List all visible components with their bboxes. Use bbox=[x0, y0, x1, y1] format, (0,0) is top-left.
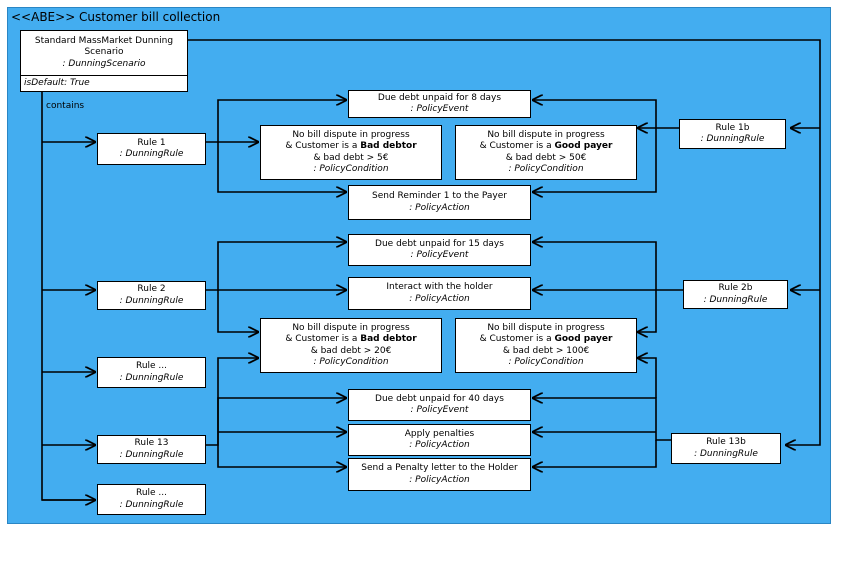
scenario-type: : DunningScenario bbox=[62, 58, 146, 69]
condition-line1: No bill dispute in progress bbox=[487, 129, 605, 140]
dunning-scenario-box[interactable]: Standard MassMarket Dunning Scenario : D… bbox=[20, 30, 188, 92]
rule-b-box[interactable]: Rule 1b : DunningRule bbox=[679, 119, 786, 149]
condition-line3: & bad debt > 20€ bbox=[310, 345, 392, 356]
policy-condition-box[interactable]: No bill dispute in progress & Customer i… bbox=[455, 125, 637, 180]
policy-action-box[interactable]: Send a Penalty letter to the Holder : Po… bbox=[348, 458, 531, 491]
condition-line1: No bill dispute in progress bbox=[292, 322, 410, 333]
rule-name: Rule ... bbox=[135, 361, 168, 371]
rule-box[interactable]: Rule ... : DunningRule bbox=[97, 357, 206, 388]
rule-name: Rule 1b bbox=[715, 122, 750, 133]
event-type: : PolicyEvent bbox=[410, 104, 469, 114]
action-text: Apply penalties bbox=[404, 428, 475, 439]
policy-condition-box[interactable]: No bill dispute in progress & Customer i… bbox=[455, 318, 637, 373]
event-text: Due debt unpaid for 40 days bbox=[375, 393, 504, 404]
condition-type: : PolicyCondition bbox=[313, 357, 389, 367]
condition-line2-emphasis: Good payer bbox=[554, 141, 613, 151]
policy-action-box[interactable]: Interact with the holder : PolicyAction bbox=[348, 277, 531, 310]
event-type: : PolicyEvent bbox=[410, 405, 469, 415]
scenario-attribute: isDefault: True bbox=[21, 75, 187, 90]
rule-name: Rule 2b bbox=[718, 283, 753, 293]
condition-line1: No bill dispute in progress bbox=[292, 129, 410, 140]
condition-line2-emphasis: Bad debtor bbox=[360, 141, 417, 151]
condition-line2-emphasis: Good payer bbox=[554, 334, 613, 344]
action-type: : PolicyAction bbox=[409, 440, 470, 450]
rule-type: : DunningRule bbox=[119, 372, 184, 383]
policy-event-box[interactable]: Due debt unpaid for 15 days : PolicyEven… bbox=[348, 234, 531, 266]
policy-condition-box[interactable]: No bill dispute in progress & Customer i… bbox=[260, 318, 442, 373]
condition-line2-prefix: & Customer is a bbox=[479, 334, 555, 344]
policy-condition-box[interactable]: No bill dispute in progress & Customer i… bbox=[260, 125, 442, 180]
rule-type: : DunningRule bbox=[703, 294, 768, 305]
action-type: : PolicyAction bbox=[409, 293, 470, 304]
action-text: Interact with the holder bbox=[386, 282, 493, 292]
contains-bus bbox=[41, 92, 96, 501]
rule-type: : DunningRule bbox=[119, 499, 184, 510]
rule-box[interactable]: Rule 2 : DunningRule bbox=[97, 281, 206, 310]
condition-line2-prefix: & Customer is a bbox=[285, 334, 361, 344]
rule-box[interactable]: Rule 13 : DunningRule bbox=[97, 435, 206, 464]
condition-type: : PolicyCondition bbox=[508, 357, 584, 367]
condition-line3: & bad debt > 100€ bbox=[502, 345, 590, 356]
condition-type: : PolicyCondition bbox=[313, 164, 389, 174]
rule-type: : DunningRule bbox=[700, 134, 765, 144]
action-text: Send Reminder 1 to the Payer bbox=[372, 191, 507, 201]
rule-name: Rule ... bbox=[135, 488, 168, 498]
condition-line1: No bill dispute in progress bbox=[487, 322, 605, 333]
policy-action-box[interactable]: Send Reminder 1 to the Payer : PolicyAct… bbox=[348, 185, 531, 220]
event-text: Due debt unpaid for 8 days bbox=[377, 92, 502, 103]
rule-name: Rule 2 bbox=[137, 284, 166, 294]
frame-title: <<ABE>> Customer bill collection bbox=[11, 10, 221, 24]
rule-box[interactable]: Rule 1 : DunningRule bbox=[97, 133, 206, 165]
rule-b-box[interactable]: Rule 13b : DunningRule bbox=[671, 433, 781, 464]
condition-line3: & bad debt > 50€ bbox=[505, 152, 587, 163]
rule-b-box[interactable]: Rule 2b : DunningRule bbox=[683, 280, 788, 309]
contains-label: contains bbox=[46, 101, 85, 111]
rule-type: : DunningRule bbox=[119, 149, 184, 159]
rule-box[interactable]: Rule ... : DunningRule bbox=[97, 484, 206, 515]
action-type: : PolicyAction bbox=[409, 202, 470, 213]
action-text: Send a Penalty letter to the Holder bbox=[361, 463, 518, 473]
policy-event-box[interactable]: Due debt unpaid for 40 days : PolicyEven… bbox=[348, 389, 531, 421]
condition-line3: & bad debt > 5€ bbox=[313, 152, 389, 163]
event-type: : PolicyEvent bbox=[410, 250, 469, 260]
condition-line2-prefix: & Customer is a bbox=[479, 141, 555, 151]
rule-name: Rule 13 bbox=[134, 438, 169, 448]
rule-type: : DunningRule bbox=[694, 448, 758, 459]
action-type: : PolicyAction bbox=[409, 474, 470, 485]
rule-type: : DunningRule bbox=[119, 449, 184, 460]
policy-event-box[interactable]: Due debt unpaid for 8 days : PolicyEvent bbox=[348, 90, 531, 118]
condition-line2-emphasis: Bad debtor bbox=[360, 334, 417, 344]
policy-action-box[interactable]: Apply penalties : PolicyAction bbox=[348, 424, 531, 456]
event-text: Due debt unpaid for 15 days bbox=[375, 238, 504, 249]
rule-name: Rule 13b bbox=[706, 437, 746, 447]
scenario-name: Standard MassMarket Dunning Scenario bbox=[34, 35, 174, 58]
rule-type: : DunningRule bbox=[119, 295, 184, 306]
scenario-right-bus bbox=[188, 39, 821, 445]
condition-line2-prefix: & Customer is a bbox=[285, 141, 361, 151]
rule-name: Rule 1 bbox=[137, 137, 166, 148]
condition-type: : PolicyCondition bbox=[508, 164, 584, 174]
